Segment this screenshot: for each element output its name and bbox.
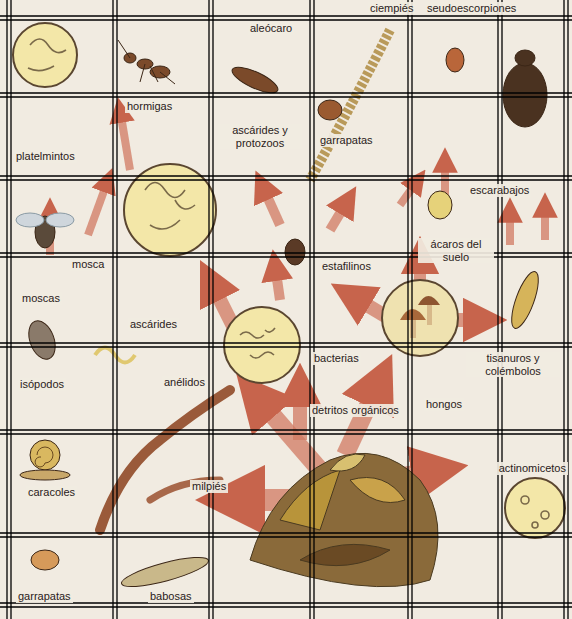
organism-label: escarabajos bbox=[468, 184, 531, 197]
organism-label: hormigas bbox=[125, 100, 174, 113]
organism-label: detritos orgánicos bbox=[310, 404, 401, 417]
organism-label: ascárides y protozoos bbox=[218, 124, 302, 149]
organism-label: garrapatas bbox=[318, 134, 375, 147]
organic-detritus bbox=[250, 453, 438, 586]
organism-label: ácaros del suelo bbox=[418, 238, 494, 263]
fungi bbox=[400, 296, 440, 338]
organism-label: caracoles bbox=[26, 486, 77, 499]
organism-label: bacterias bbox=[312, 352, 361, 365]
organism-label: hongos bbox=[424, 398, 464, 411]
organism-label: milpiés bbox=[190, 480, 228, 493]
organism-label: estafilinos bbox=[320, 260, 373, 273]
organism-label: babosas bbox=[148, 590, 194, 603]
organism-label: actinomicetos bbox=[497, 462, 568, 475]
organism-label: ciempiés bbox=[368, 2, 415, 15]
flow-arrows bbox=[50, 110, 545, 500]
organism-label: tisanuros y colémbolos bbox=[466, 352, 560, 377]
organism-label: isópodos bbox=[18, 378, 66, 391]
organism-label: ascárides bbox=[128, 318, 179, 331]
organism-label: mosca bbox=[70, 258, 106, 271]
organism-label: aleócaro bbox=[248, 22, 294, 35]
microscope-views bbox=[13, 23, 565, 538]
organism-label: anélidos bbox=[162, 376, 207, 389]
soil-animals bbox=[16, 30, 547, 592]
organism-label: moscas bbox=[20, 292, 62, 305]
organism-label: platelmintos bbox=[14, 150, 77, 163]
microorganisms bbox=[28, 39, 549, 528]
organism-label: seudoescorpiones bbox=[425, 2, 518, 15]
organism-label: garrapatas bbox=[16, 590, 73, 603]
